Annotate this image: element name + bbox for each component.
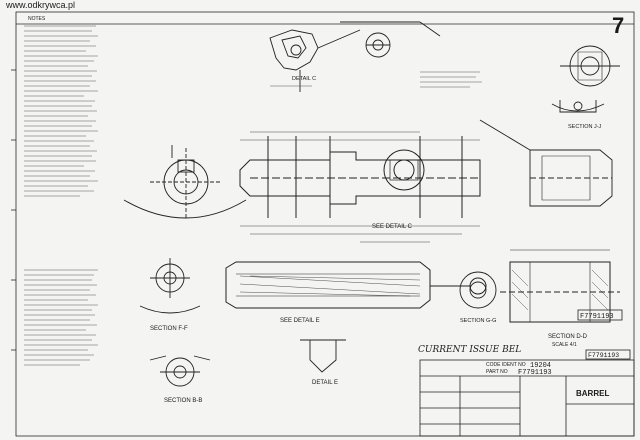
scale-label: SCALE 4/1 <box>552 342 577 348</box>
part-number-box-mid-text: F7791193 <box>580 313 614 321</box>
detail-c-top-label: DETAIL C <box>292 76 316 82</box>
title-block <box>419 359 635 437</box>
part-number-box-bottom: F7791193 <box>585 349 631 360</box>
handwritten-note: CURRENT ISSUE BEL <box>418 345 521 355</box>
general-notes-upper: NOTES <box>24 16 98 197</box>
code-ident-label: CODE IDENT NO <box>486 362 526 368</box>
section-f-f-view <box>139 258 201 314</box>
detail-c-top-view <box>269 21 441 92</box>
title-block-title: BARREL <box>576 389 609 398</box>
sheet-border <box>11 11 635 437</box>
general-notes-lower <box>24 269 98 366</box>
detail-c-notes <box>270 71 482 88</box>
barrel-dimension-lines <box>240 131 480 243</box>
see-detail-e-label: SEE DETAIL E <box>280 318 320 324</box>
barrel-end-view <box>479 119 613 207</box>
barrel-main-view <box>239 136 481 218</box>
section-a-a-view <box>123 145 247 219</box>
section-g-g-view <box>459 271 497 309</box>
detail-e-view <box>300 339 346 373</box>
site-url: www.odkrywca.pl <box>6 0 76 10</box>
section-b-b-label: SECTION B-B <box>164 398 202 404</box>
section-j-j-view <box>551 45 620 113</box>
code-ident-value: 19204 <box>530 362 551 370</box>
detail-e-label: DETAIL E <box>312 380 338 386</box>
part-number-box-bottom-text: F7791193 <box>588 352 619 359</box>
section-d-d-view <box>500 249 620 323</box>
notes-heading: NOTES <box>28 16 46 22</box>
sheet-number: 7 <box>612 13 624 38</box>
section-b-b-view <box>149 355 211 387</box>
section-f-f-label: SECTION F-F <box>150 326 188 332</box>
part-number-box-mid: F7791193 <box>577 309 623 321</box>
part-no-value: F7791193 <box>518 369 552 377</box>
part-no-label: PART NO <box>486 369 508 375</box>
section-j-j-label: SECTION J-J <box>568 124 602 130</box>
section-d-d-label: SECTION D-D <box>548 334 588 340</box>
see-detail-c-label: SEE DETAIL C <box>372 224 413 230</box>
section-g-g-label: SECTION G-G <box>460 318 496 324</box>
barrel-long-view <box>225 261 487 309</box>
